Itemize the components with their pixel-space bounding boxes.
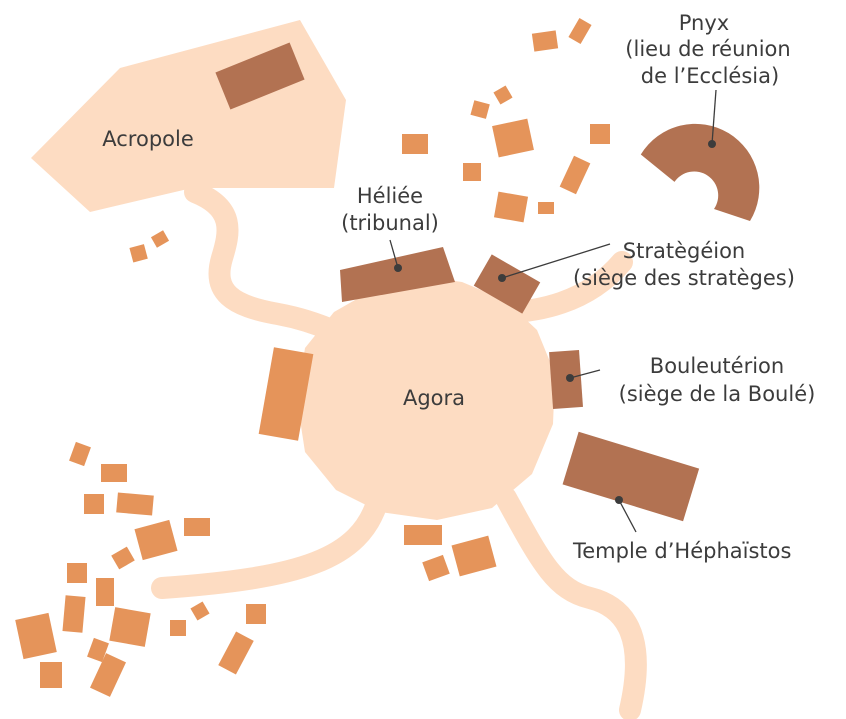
- building: [134, 519, 178, 561]
- building: [116, 492, 154, 516]
- temple-monument: [562, 431, 700, 522]
- building: [470, 100, 490, 119]
- road-agora-southeast: [495, 487, 647, 719]
- pnyx-dot: [708, 140, 716, 148]
- bouleuterion-leader: [569, 369, 601, 379]
- building: [84, 494, 104, 514]
- building: [451, 535, 497, 577]
- bouleuterion-label-line2: (siège de la Boulé): [619, 382, 816, 406]
- building: [258, 347, 314, 441]
- pnyx-leader: [711, 89, 717, 145]
- pnyx-label: Pnyx: [679, 11, 729, 35]
- building: [559, 155, 591, 195]
- building: [218, 631, 254, 675]
- pnyx-label-line3: de l’Ecclésia): [641, 64, 779, 88]
- strategeion-label: Stratègéion: [623, 239, 745, 263]
- building: [402, 134, 428, 154]
- pnyx-label-line2: (lieu de réunion: [625, 37, 790, 61]
- monuments-layer: [215, 42, 760, 522]
- bouleuterion-dot: [566, 374, 574, 382]
- acropole-temple: [215, 42, 305, 110]
- building: [538, 202, 554, 214]
- building: [422, 554, 450, 582]
- building: [96, 578, 114, 606]
- building: [246, 604, 266, 624]
- strategeion-dot: [498, 274, 506, 282]
- temple-label: Temple d’Héphaïstos: [572, 539, 791, 563]
- heliee-monument: [340, 247, 455, 302]
- pnyx-monument: [640, 123, 760, 221]
- building: [90, 653, 126, 697]
- building: [150, 230, 170, 248]
- heliee-label: Héliée: [357, 184, 423, 208]
- building: [101, 464, 127, 482]
- building: [531, 30, 559, 52]
- agora-square: [297, 276, 555, 520]
- building: [492, 118, 534, 158]
- building: [404, 525, 442, 545]
- building: [40, 662, 62, 688]
- acropole-plateau: [31, 20, 346, 212]
- building: [493, 85, 513, 105]
- labels: Acropole Agora Pnyx (lieu de réunion de …: [102, 11, 815, 563]
- acropole-label: Acropole: [102, 127, 194, 151]
- temple-dot: [615, 496, 623, 504]
- building: [463, 163, 481, 181]
- building: [67, 563, 87, 583]
- buildings-layer: [15, 17, 610, 697]
- building: [109, 607, 151, 647]
- temple-leader: [618, 499, 637, 533]
- building: [170, 620, 186, 636]
- heliee-label-line2: (tribunal): [341, 211, 439, 235]
- terrain-layer: [31, 20, 647, 719]
- strategeion-monument: [473, 254, 541, 314]
- building: [69, 441, 91, 467]
- strategeion-label-line2: (siège des stratèges): [573, 266, 795, 290]
- building: [87, 637, 109, 663]
- building: [184, 518, 210, 536]
- building: [568, 17, 592, 45]
- heliee-dot: [394, 264, 402, 272]
- road-acropole-agora: [184, 181, 347, 343]
- building: [493, 191, 529, 223]
- building: [129, 244, 148, 263]
- heliee-leader: [389, 239, 399, 269]
- building: [190, 601, 210, 621]
- building: [62, 595, 86, 633]
- building: [590, 124, 610, 144]
- road-agora-southwest: [151, 489, 389, 599]
- building: [111, 546, 135, 570]
- leader-lines: [389, 89, 717, 533]
- bouleuterion-label: Bouleutérion: [650, 354, 784, 378]
- strategeion-leader: [501, 243, 611, 279]
- agora-label: Agora: [403, 386, 465, 410]
- bouleuterion-monument: [549, 350, 583, 409]
- building: [15, 612, 57, 660]
